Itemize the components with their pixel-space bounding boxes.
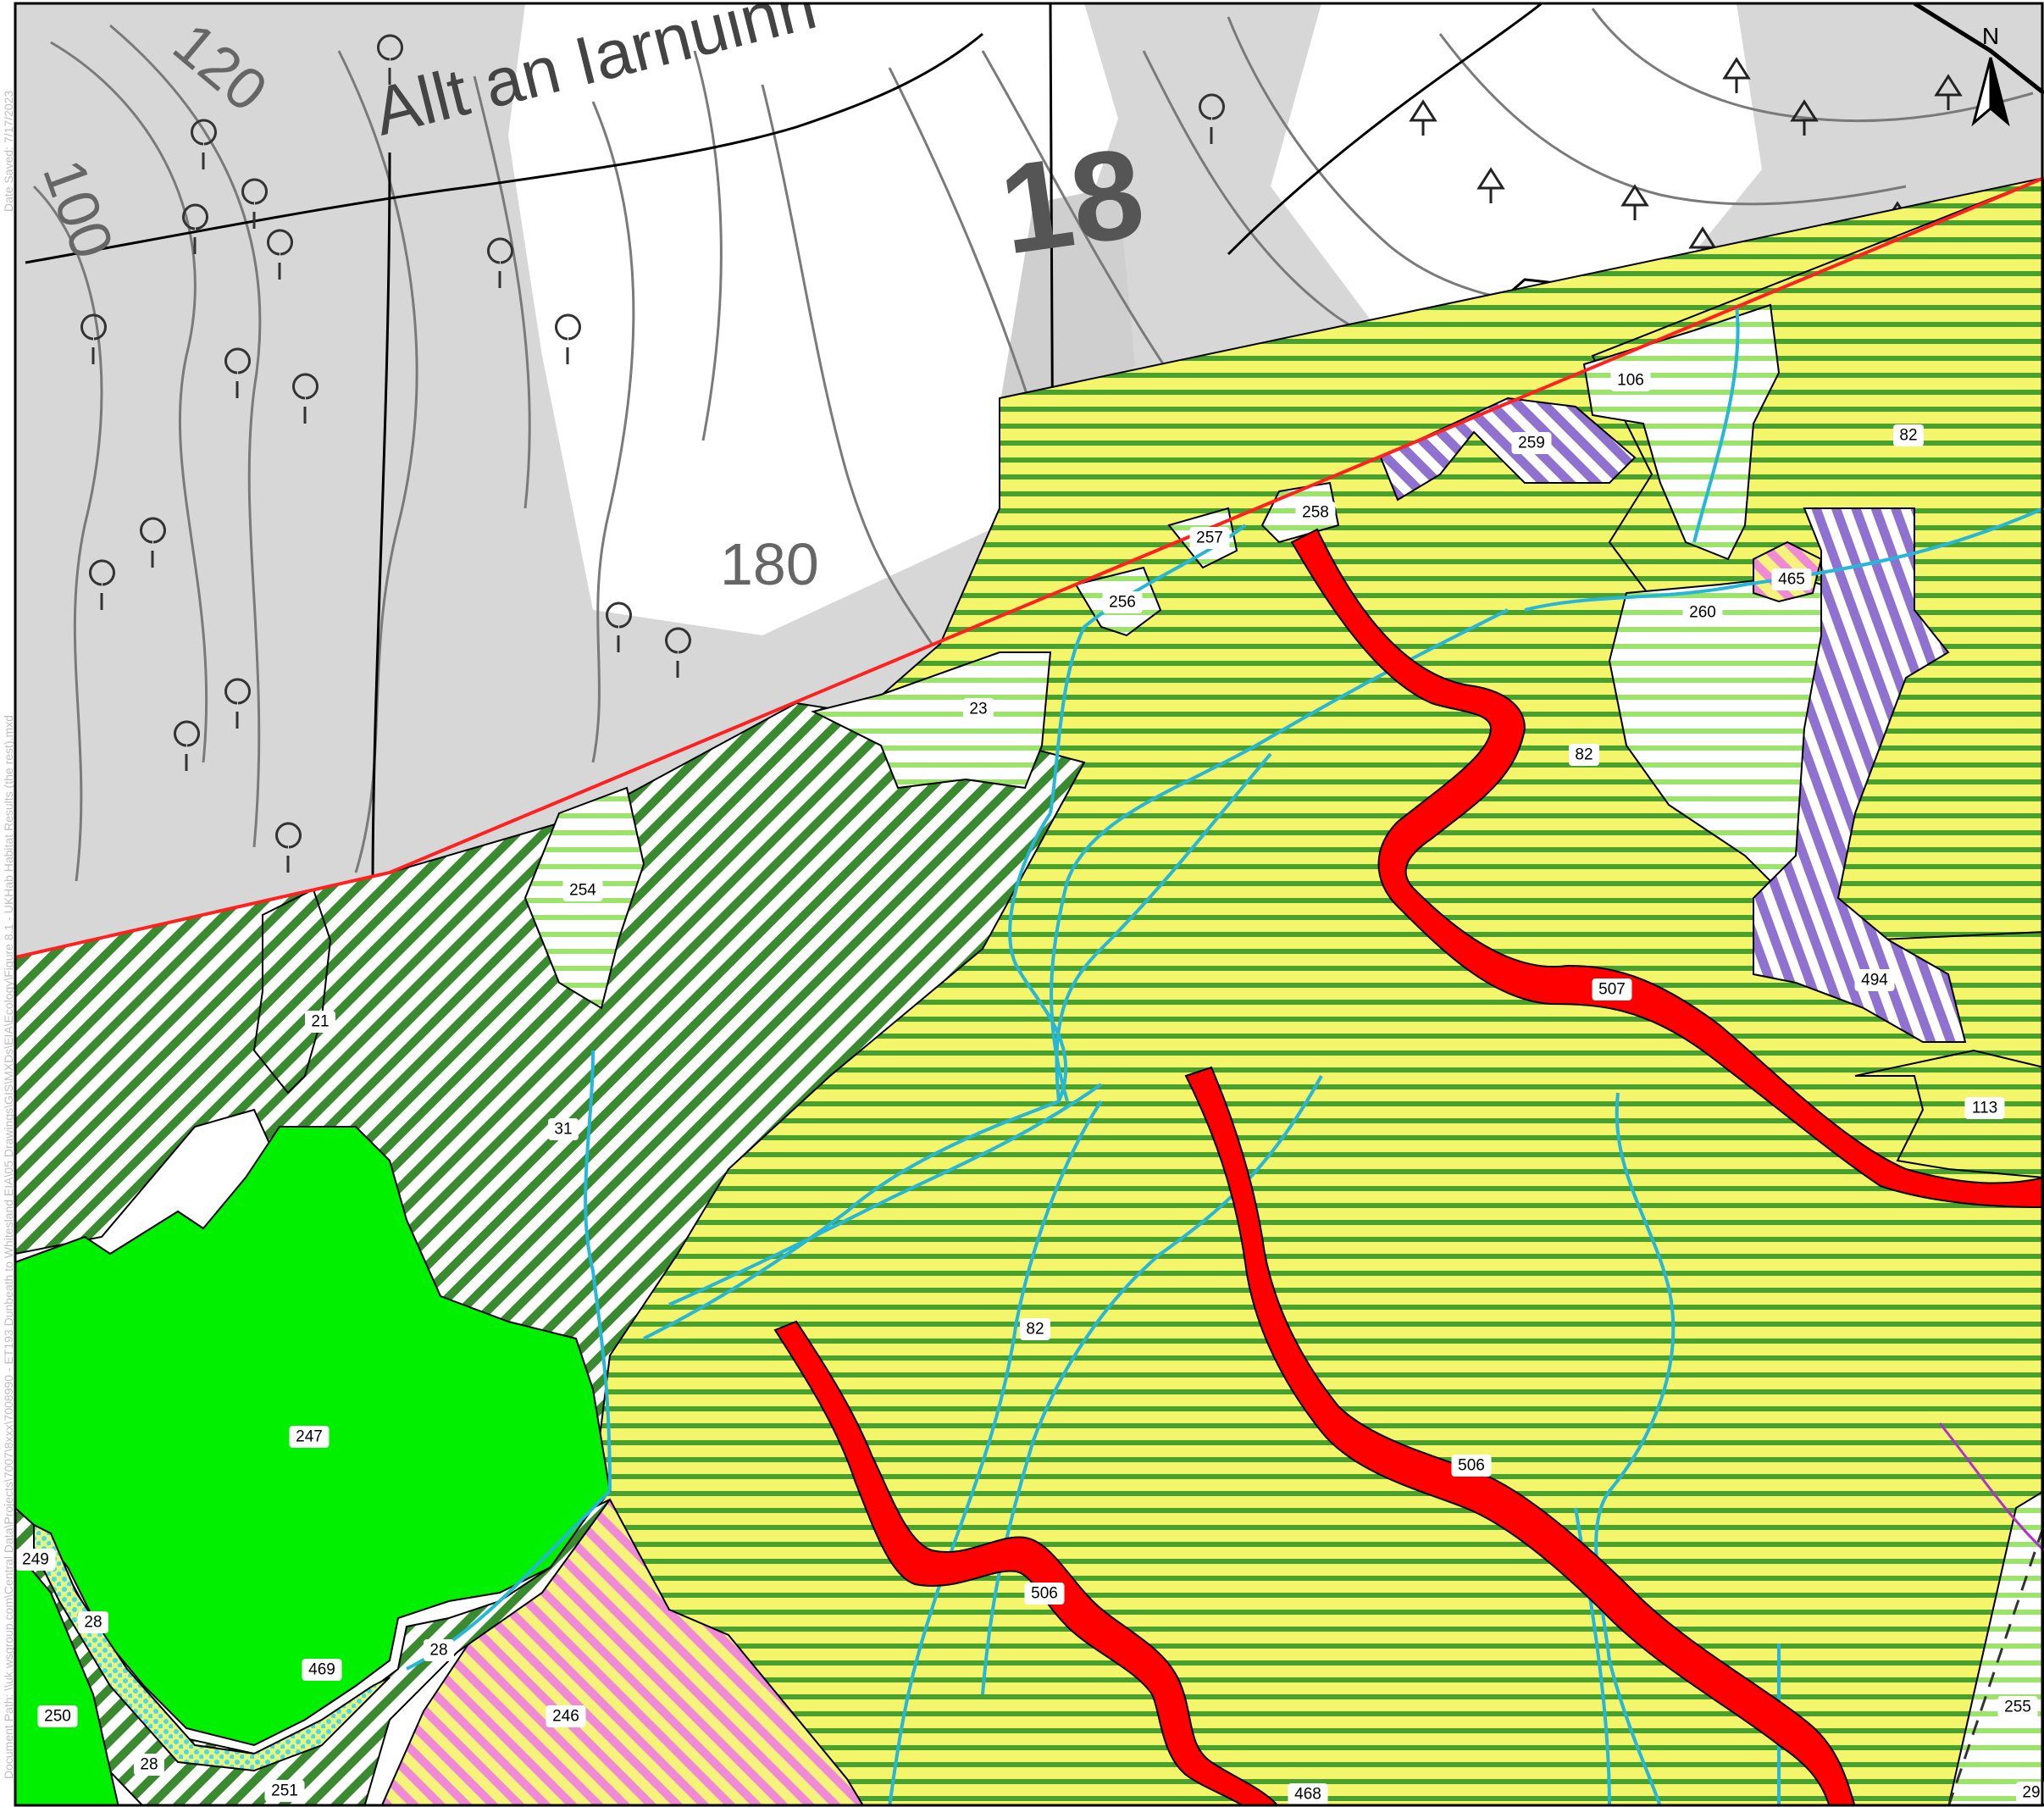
parcel-label-31: 31: [548, 1118, 579, 1140]
north-arrow-icon: N: [1971, 23, 2010, 127]
parcel-label-text: 246: [552, 1708, 579, 1726]
parcel-label-text: 257: [1196, 529, 1223, 547]
parcel-113[interactable]: [1854, 1049, 2044, 1179]
map-inset-boundary: [15, 176, 2044, 959]
parcel-label-text: 113: [1972, 1100, 1997, 1117]
parcel-label-text: 28: [84, 1614, 102, 1632]
parcel-label-text: 82: [1899, 427, 1917, 445]
parcel-469[interactable]: [33, 1523, 391, 1772]
parcel-label-28: 28: [134, 1754, 164, 1776]
parcel-label-260: 260: [1682, 601, 1723, 624]
parcel-label-text: 106: [1617, 372, 1644, 390]
north-label: N: [1982, 23, 1999, 49]
grid-number-label: 18: [992, 120, 1152, 281]
parcel-label-23: 23: [963, 698, 994, 720]
parcel-label-28: 28: [78, 1611, 108, 1633]
contour-label-180: 180: [720, 531, 819, 597]
parcel-label-text: 255: [2004, 1699, 2031, 1716]
parcel-label-506: 506: [1024, 1583, 1065, 1605]
parcel-label-469: 469: [302, 1659, 342, 1681]
parcel-label-text: 507: [1598, 981, 1626, 999]
parcel-label-465: 465: [1771, 568, 1812, 590]
parcel-label-text: 82: [1575, 746, 1593, 764]
parcel-label-82: 82: [1893, 424, 1924, 446]
parcel-label-text: 506: [1458, 1457, 1485, 1475]
parcel-label-text: 23: [969, 701, 987, 718]
parcel-label-text: 251: [271, 1782, 298, 1800]
parcel-label-28: 28: [424, 1639, 454, 1661]
parcel-259[interactable]: [1379, 396, 1637, 502]
parcel-label-text: 260: [1689, 604, 1716, 622]
tree-symbols: [80, 34, 1225, 873]
parcel-label-text: 247: [296, 1428, 323, 1446]
parcel-label-259: 259: [1511, 432, 1552, 454]
parcel-label-text: 465: [1778, 571, 1805, 589]
parcel-label-113: 113: [1964, 1097, 2005, 1119]
parcel-label-258: 258: [1295, 502, 1336, 524]
parcel-label-507: 507: [1592, 978, 1632, 1001]
map-frame: [14, 2, 2044, 1807]
parcel-255[interactable]: [1947, 1489, 2044, 1807]
parcel-494[interactable]: [1753, 507, 1967, 1043]
parcel-label-254: 254: [562, 879, 603, 901]
parcel-label-text: 259: [1518, 435, 1545, 452]
parcel-label-82: 82: [1569, 744, 1599, 766]
parcel-label-506: 506: [1451, 1455, 1492, 1477]
parcel-label-text: 29: [2022, 1784, 2040, 1802]
parcel-label-246: 246: [546, 1705, 586, 1727]
parcel-labels: 106 82 259 258 257 465 256 260 23 82 254 507 494 21 11…: [15, 369, 2044, 1805]
habitat-parcels[interactable]: [15, 176, 2044, 1807]
parcel-250[interactable]: [15, 1549, 119, 1807]
parcel-23[interactable]: [811, 651, 1052, 790]
parcel-label-256: 256: [1102, 591, 1143, 613]
parcel-label-text: 31: [554, 1121, 572, 1139]
parcel-106[interactable]: [1582, 303, 1781, 561]
parcel-label-257: 257: [1189, 527, 1230, 549]
parcel-label-text: 28: [140, 1756, 158, 1774]
parcel-label-21: 21: [305, 1011, 335, 1033]
parcel-label-468: 468: [1288, 1783, 1328, 1805]
parcel-label-text: 82: [1026, 1321, 1044, 1339]
parcel-label-text: 258: [1302, 504, 1329, 522]
parcel-label-249: 249: [15, 1549, 56, 1571]
parcel-label-text: 28: [429, 1642, 447, 1660]
parcel-label-text: 249: [22, 1551, 49, 1569]
parcel-label-text: 469: [308, 1661, 335, 1679]
parcel-label-494: 494: [1854, 969, 1895, 991]
parcel-label-250: 250: [37, 1705, 78, 1727]
parcel-label-106: 106: [1610, 369, 1651, 391]
parcel-label-251: 251: [264, 1780, 305, 1802]
parcel-label-text: 250: [44, 1708, 71, 1726]
parcel-label-247: 247: [289, 1426, 330, 1448]
purple-boundary: [1938, 1422, 2044, 1552]
parcel-21[interactable]: [252, 888, 332, 1095]
parcel-label-82: 82: [1020, 1318, 1050, 1340]
parcel-label-text: 506: [1031, 1585, 1058, 1603]
parcel-label-text: 468: [1294, 1786, 1321, 1804]
parcel-label-text: 254: [569, 882, 596, 900]
parcel-label-text: 494: [1861, 972, 1888, 989]
parcel-label-255: 255: [1997, 1696, 2038, 1718]
parcel-label-29: 29: [2016, 1782, 2044, 1804]
parcel-label-text: 256: [1109, 594, 1136, 612]
parcel-label-text: 21: [311, 1013, 329, 1031]
